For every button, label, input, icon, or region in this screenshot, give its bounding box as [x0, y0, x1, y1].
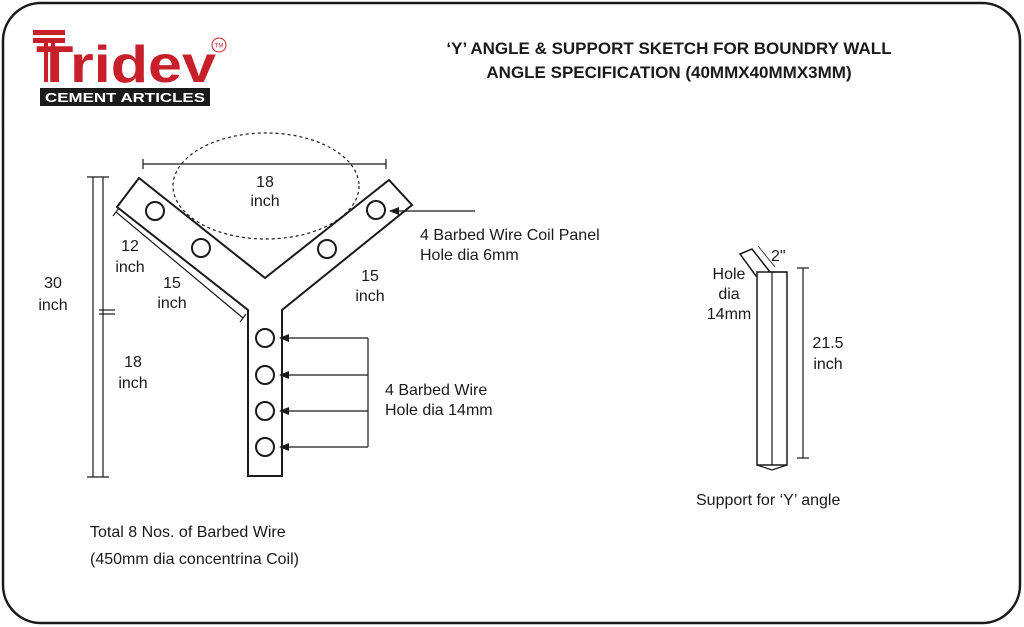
arm-left-value: 15 — [163, 275, 181, 292]
stem-note-line-2: Hole dia 14mm — [385, 402, 493, 419]
dimension-total-height — [87, 176, 115, 478]
coil-hole — [366, 200, 386, 220]
hole-label-line-1: Hole — [713, 266, 746, 283]
footer-note-line-1: Total 8 Nos. of Barbed Wire — [90, 524, 286, 541]
arm-right-unit: inch — [355, 288, 384, 305]
dimension-left-arm — [112, 207, 247, 323]
coil-hole — [191, 238, 211, 258]
coil-panel-note-line-2: Hole dia 6mm — [420, 247, 519, 264]
stem-hole — [255, 328, 275, 348]
dimension-support-height — [797, 267, 809, 459]
logo-t-mark — [33, 30, 65, 82]
support-height-unit: inch — [813, 356, 842, 373]
stem-note-line-1: 4 Barbed Wire — [385, 382, 487, 399]
coil-hole — [145, 201, 165, 221]
top-span-unit: inch — [250, 193, 279, 210]
total-height-unit: inch — [38, 297, 67, 314]
footer-note-line-2: (450mm dia concentrina Coil) — [90, 551, 299, 568]
y-angle — [115, 176, 414, 477]
top-span-value: 18 — [256, 174, 274, 191]
support-caption: Support for ‘Y’ angle — [696, 492, 840, 509]
stem-hole — [255, 437, 275, 457]
title-line-1: ‘Y’ ANGLE & SUPPORT SKETCH FOR BOUNDRY W… — [446, 39, 891, 58]
dimension-support-top — [757, 245, 776, 268]
stem-height-unit: inch — [118, 375, 147, 392]
tm-circle — [211, 37, 227, 53]
brand-tagline: CEMENT ARTICLES — [45, 90, 205, 105]
coil-ellipse — [172, 132, 360, 240]
hole-label-line-3: 14mm — [707, 306, 751, 323]
brand-logo: Tridev TM CEMENT ARTICLES — [33, 30, 227, 106]
tagline-bar — [40, 88, 210, 106]
hole-label-line-2: dia — [718, 286, 739, 303]
stem-height-value: 18 — [124, 354, 142, 371]
stem-hole — [255, 365, 275, 385]
support-top-size: 2" — [771, 248, 786, 265]
y-angle-outline — [115, 176, 414, 477]
support-angle — [738, 248, 788, 471]
stem-hole-pointers — [279, 334, 369, 451]
stem-hole — [255, 401, 275, 421]
total-height-value: 30 — [44, 275, 62, 292]
coil-hole — [317, 239, 337, 259]
arm-left-upper-value: 12 — [121, 238, 139, 255]
title-line-2: ANGLE SPECIFICATION (40MMX40MMX3MM) — [486, 63, 851, 82]
support-height-value: 21.5 — [812, 335, 843, 352]
arm-left-unit: inch — [157, 295, 186, 312]
arm-right-value: 15 — [361, 268, 379, 285]
dimension-top-span — [142, 159, 387, 169]
coil-panel-note-line-1: 4 Barbed Wire Coil Panel — [420, 227, 600, 244]
arm-left-upper-unit: inch — [115, 259, 144, 276]
brand-tm: TM — [215, 44, 224, 50]
brand-name: Tridev — [36, 36, 216, 94]
